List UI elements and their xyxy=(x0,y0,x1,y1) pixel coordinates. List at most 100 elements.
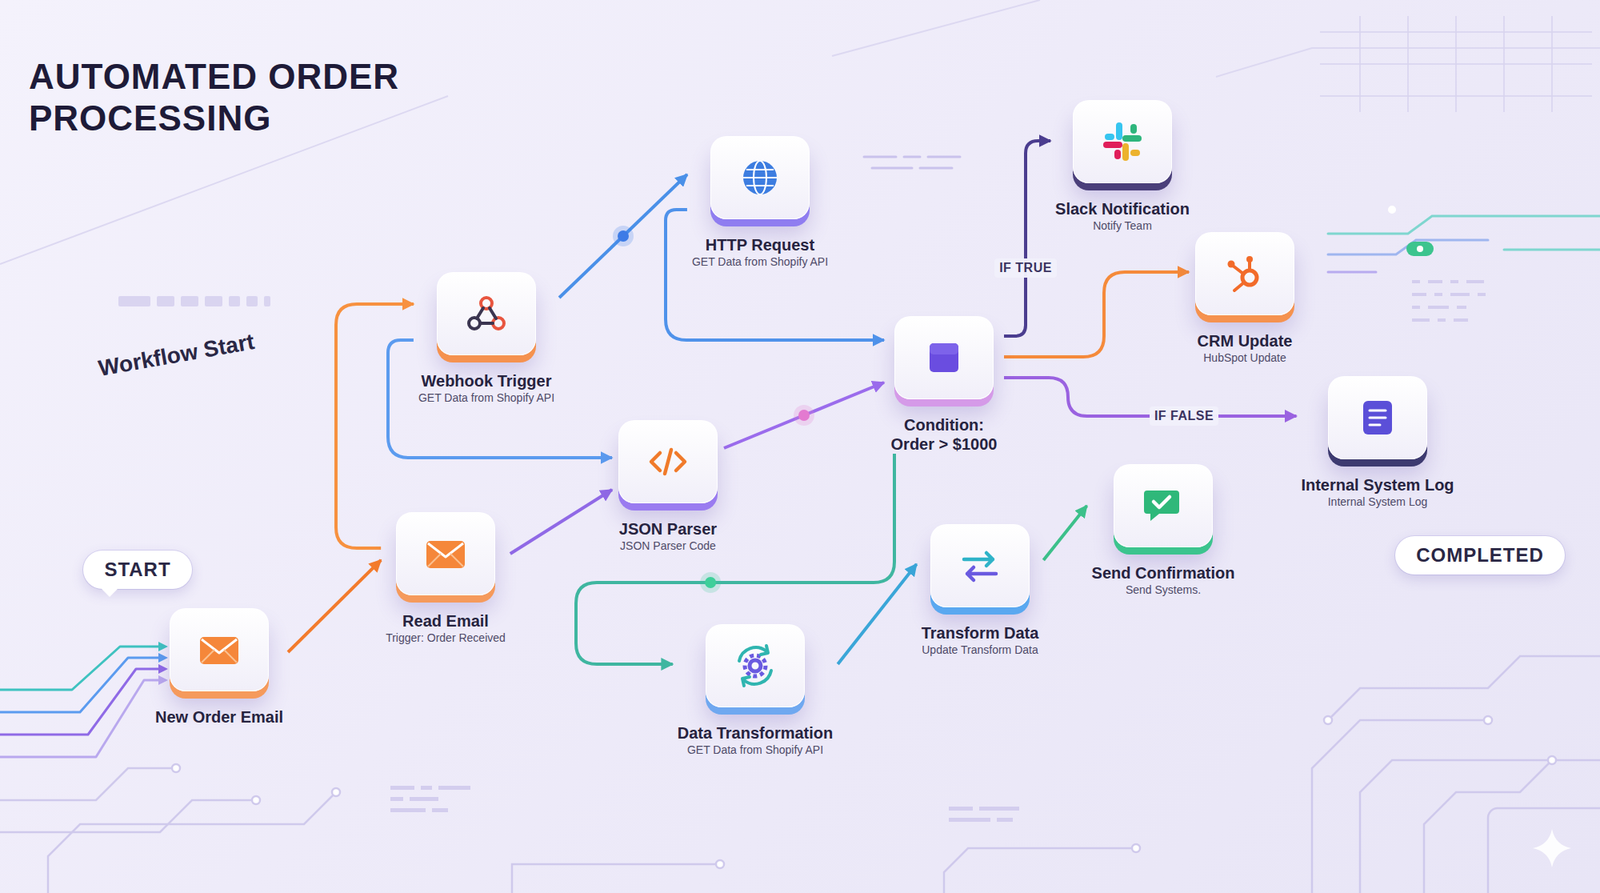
decor-circle xyxy=(1548,756,1556,764)
decor-rect xyxy=(929,343,959,372)
step-detail: Notify Team xyxy=(1092,218,1152,233)
decor-rect xyxy=(432,808,448,812)
decor-path xyxy=(0,768,176,800)
decor-circle xyxy=(716,860,724,868)
decor-rect xyxy=(118,296,151,307)
decor-path xyxy=(158,652,168,663)
branch-label: IF TRUE xyxy=(994,258,1057,278)
status-pill xyxy=(1406,241,1434,256)
step-title: Webhook Trigger xyxy=(421,371,552,391)
step-tile xyxy=(169,608,269,692)
decor-rect xyxy=(390,785,415,790)
decor-circle xyxy=(749,660,761,672)
decor-path xyxy=(1153,496,1170,508)
decor-path xyxy=(664,449,672,474)
decor-path xyxy=(1369,410,1386,425)
decor-circle xyxy=(1246,256,1253,263)
step-icon xyxy=(195,625,244,674)
decor-rect xyxy=(1437,318,1446,322)
step-title: Slack Notification xyxy=(1055,199,1190,219)
workflow-step: Read EmailTrigger: Order Received xyxy=(380,512,511,645)
decor-path xyxy=(0,800,256,832)
decor-rect xyxy=(1122,135,1142,142)
workflow-step: Slack NotificationNotify Team xyxy=(1050,100,1195,233)
step-icon xyxy=(462,289,511,338)
workflow-step: CRM UpdateHubSpot Update xyxy=(1188,232,1301,365)
status-dot xyxy=(1416,245,1424,252)
decor-rect xyxy=(1104,133,1115,140)
flow-arrow xyxy=(288,560,381,652)
decor-rect xyxy=(1453,318,1468,322)
flow-glow xyxy=(793,404,815,426)
diagram-title: AUTOMATED ORDER PROCESSING xyxy=(28,56,541,140)
flow-arrow xyxy=(665,209,884,340)
step-title: Read Email xyxy=(402,611,489,631)
decor-rect xyxy=(264,296,271,307)
decor-path xyxy=(864,156,960,159)
decor-rect xyxy=(204,296,223,307)
decor-rect xyxy=(390,796,404,801)
terminal-pill: COMPLETED xyxy=(1395,536,1565,575)
code-dashes xyxy=(390,785,1020,822)
flow-arrow xyxy=(724,382,884,448)
decor-path xyxy=(872,167,952,170)
faint-diagonals xyxy=(0,0,1600,264)
decor-rect xyxy=(1412,318,1430,322)
step-tile xyxy=(705,624,805,708)
decor-circle xyxy=(492,317,504,329)
flow-arrow xyxy=(559,174,688,298)
decor-path xyxy=(1328,271,1376,274)
flow-arrow xyxy=(1043,505,1087,560)
flow-glow xyxy=(700,572,721,593)
step-icon xyxy=(644,437,692,486)
decor-circle xyxy=(1132,844,1140,852)
step-detail: HubSpot Update xyxy=(1203,350,1287,365)
speech-tail xyxy=(101,580,118,597)
step-title: JSON Parser xyxy=(619,519,717,539)
decor-path xyxy=(1360,16,1552,112)
decor-path xyxy=(0,668,160,735)
step-detail: Trigger: Order Received xyxy=(385,630,506,645)
top-left-bars xyxy=(118,296,271,307)
workflow-step: HTTP RequestGET Data from Shopify API xyxy=(687,136,833,269)
step-tile xyxy=(1113,464,1213,548)
decor-rect xyxy=(1434,292,1443,296)
decor-circle xyxy=(468,317,480,329)
decor-path xyxy=(158,675,168,685)
decor-path xyxy=(1504,248,1600,252)
step-detail: GET Data from Shopify API xyxy=(687,742,824,757)
decor-circle xyxy=(332,788,340,796)
workflow-step: JSON ParserJSON Parser Code xyxy=(612,420,724,553)
step-tile xyxy=(436,272,536,356)
decor-rect xyxy=(1116,122,1123,140)
flow-arrow xyxy=(1004,140,1051,336)
workflow-step: Data TransformationGET Data from Shopify… xyxy=(672,624,838,757)
flow-arrow xyxy=(510,489,612,554)
decor-rect xyxy=(1488,808,1600,893)
decor-path xyxy=(760,645,768,655)
step-title: CRM Update xyxy=(1197,331,1293,351)
decor-rect xyxy=(1412,305,1420,309)
circuit-pads xyxy=(172,716,1556,868)
decor-rect xyxy=(438,785,471,790)
dot-rows xyxy=(1412,280,1486,322)
decor-path xyxy=(1328,656,1600,720)
workflow-step: Webhook TriggerGET Data from Shopify API xyxy=(413,272,560,405)
decor-circle xyxy=(1228,260,1236,268)
step-tile xyxy=(396,512,496,596)
step-detail: GET Data from Shopify API xyxy=(418,390,555,405)
decor-path xyxy=(742,676,750,686)
decor-path xyxy=(967,567,996,580)
decor-circle xyxy=(743,160,777,195)
decor-rect xyxy=(228,296,240,307)
right-lines xyxy=(1328,216,1600,272)
decor-rect xyxy=(948,806,973,811)
decor-rect xyxy=(1363,400,1392,435)
step-detail: Send Systems. xyxy=(1125,582,1201,597)
decor-path xyxy=(0,657,160,712)
step-detail: GET Data from Shopify API xyxy=(692,254,828,269)
decor-path xyxy=(1144,490,1180,521)
flow-arrow xyxy=(837,564,916,664)
decor-rect xyxy=(200,636,239,664)
decor-rect xyxy=(1412,292,1427,296)
